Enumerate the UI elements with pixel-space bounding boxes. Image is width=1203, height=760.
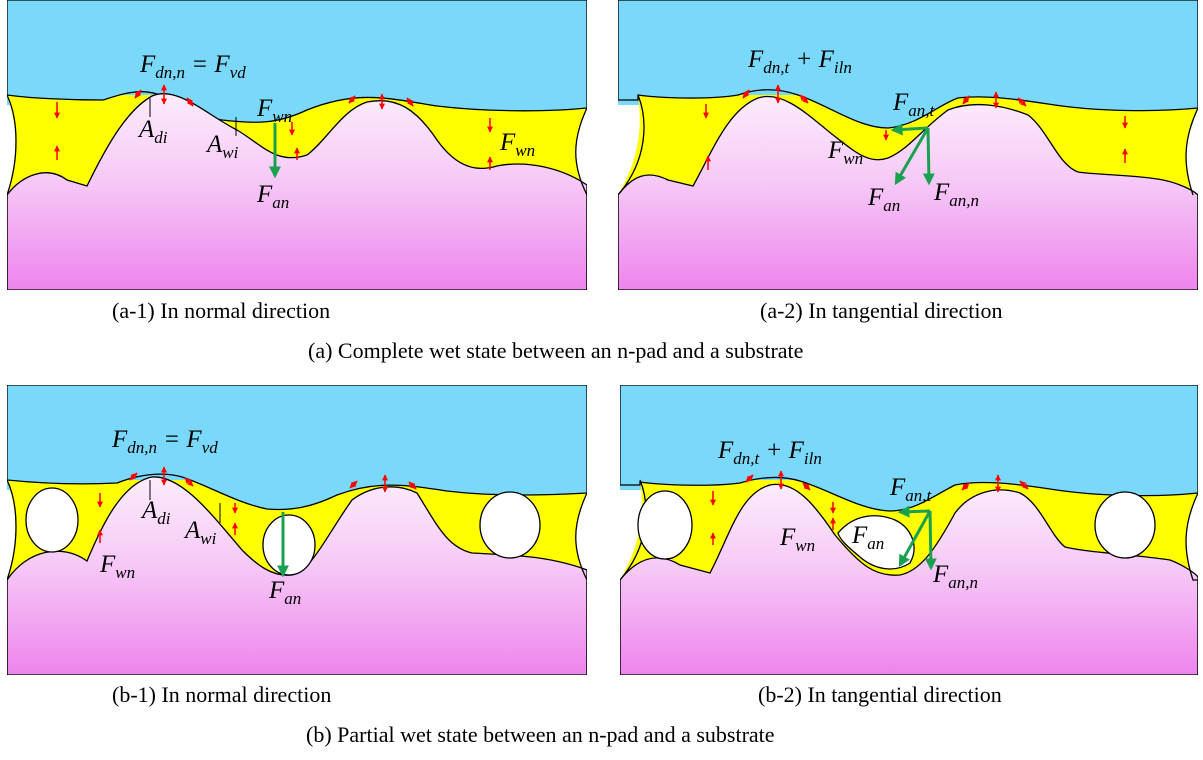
panel-b1: Fdn,n = Fvd Adi Awi Fwn Fan — [7, 385, 587, 675]
eq-label-b1: Fdn,n = Fvd — [111, 426, 218, 457]
fwn-label-b1: Fwn — [99, 551, 135, 582]
eq-label-a1: Fdn,n = Fvd — [139, 51, 246, 82]
adi-label-b1: Adi — [140, 497, 171, 528]
pad-surface-a2 — [618, 0, 1198, 129]
caption-group-b: (b) Partial wet state between an n-pad a… — [306, 722, 775, 747]
fwn-label-a2: Fwn — [827, 137, 863, 168]
panel-a1-diagram: Fdn,n = Fvd Adi Awi Fwn Fwn Fan — [7, 0, 587, 290]
pad-surface-a1 — [7, 0, 587, 123]
green-resultant-arrows-a2 — [890, 123, 935, 186]
pad-surface-b2 — [620, 385, 1198, 512]
fan-label-a1: Fan — [256, 181, 289, 212]
caption-b2: (b-2) In tangential direction — [758, 682, 1002, 707]
fan-label-b1: Fan — [268, 577, 301, 608]
bubbles-b1 — [25, 487, 541, 576]
substrate-a2 — [618, 95, 1198, 290]
panel-a2: Fdn,t + Filn Fan,t Fwn Fan Fan,n — [618, 0, 1198, 290]
eq-label-a2: Fdn,t + Filn — [747, 46, 852, 77]
caption-b1: (b-1) In normal direction — [112, 682, 332, 707]
panel-a2-diagram: Fdn,t + Filn Fan,t Fwn Fan Fan,n — [618, 0, 1198, 290]
fan-label-a2: Fan — [867, 184, 900, 215]
red-force-arrows-b1 — [97, 466, 417, 543]
fwn-mid-label-a1: Fwn — [256, 95, 292, 126]
fwn-label-b2: Fwn — [779, 524, 815, 555]
bubbles-b2 — [637, 490, 1156, 570]
green-resultant-arrows-b2 — [897, 505, 937, 571]
fann-label-b2: Fan,n — [932, 561, 978, 592]
pad-surface-b1 — [7, 385, 587, 511]
fan-label-b2: Fan — [851, 522, 884, 553]
eq-label-b2: Fdn,t + Filn — [717, 437, 822, 468]
red-force-arrows-b2 — [710, 470, 1029, 545]
fant-label-a2: Fan,t — [892, 89, 936, 120]
awi-label-b1: Awi — [183, 517, 217, 548]
panel-a1: Fdn,n = Fvd Adi Awi Fwn Fwn Fan — [7, 0, 587, 290]
awi-label-a1: Awi — [205, 131, 239, 162]
panel-b2: Fdn,t + Filn Fan,t Fwn Fan Fan,n — [620, 385, 1198, 675]
red-force-arrows-a2 — [703, 84, 1128, 170]
substrate-a1 — [7, 93, 587, 290]
panel-b2-diagram: Fdn,t + Filn Fan,t Fwn Fan Fan,n — [620, 385, 1198, 675]
fann-label-a2: Fan,n — [933, 179, 979, 210]
caption-group-a: (a) Complete wet state between an n-pad … — [308, 338, 804, 363]
fwn-right-label-a1: Fwn — [499, 129, 535, 160]
panel-b1-diagram: Fdn,n = Fvd Adi Awi Fwn Fan — [7, 385, 587, 675]
adi-label-a1: Adi — [137, 116, 168, 147]
caption-a1: (a-1) In normal direction — [112, 298, 331, 323]
caption-a2: (a-2) In tangential direction — [760, 298, 1003, 323]
fant-label-b2: Fan,t — [889, 474, 933, 505]
red-force-arrows-a1 — [54, 84, 493, 170]
